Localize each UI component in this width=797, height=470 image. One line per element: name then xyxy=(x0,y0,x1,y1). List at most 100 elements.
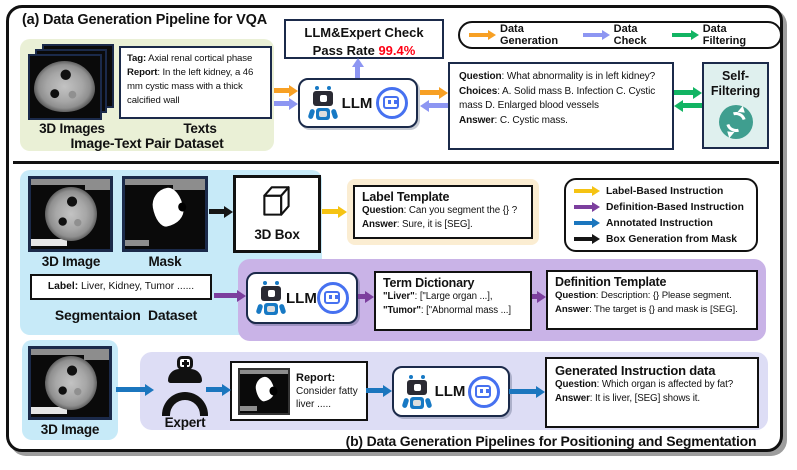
arrow-llm-to-check xyxy=(351,58,364,78)
legend-label: Box Generation from Mask xyxy=(606,233,738,245)
legend-item-label-based: Label-Based Instruction xyxy=(574,186,748,197)
arrow-dataset-to-llm-check xyxy=(274,97,298,110)
llm-label: LLM xyxy=(434,383,466,400)
cube-icon xyxy=(263,186,290,216)
legend-label: Data Filtering xyxy=(702,23,747,47)
llm-box-b1: LLM xyxy=(246,272,358,324)
label-based-arrow-icon xyxy=(574,186,600,197)
legend-item-annotated: Annotated Instruction xyxy=(574,218,748,229)
label-list-box: Label: Liver, Kidney, Tumor ...... xyxy=(30,274,212,300)
data-filtering-arrow-icon xyxy=(671,30,699,41)
term-value: : ["Abnormal mass ...] xyxy=(420,305,511,317)
robot-icon xyxy=(255,280,287,316)
question-text: : Which organ is affected by fat? xyxy=(596,379,734,390)
term-dictionary-box: Term Dictionary "Liver": ["Large organ .… xyxy=(374,271,532,331)
definition-template-box: Definition Template Question: Descriptio… xyxy=(546,270,758,330)
legend-label: Label-Based Instruction xyxy=(606,185,724,197)
vqa-sample-box: Question: What abnormality is in left ki… xyxy=(448,62,674,150)
tag-label: Tag: xyxy=(127,53,147,64)
threed-box-label: 3D Box xyxy=(254,227,300,242)
annotated-arrow-icon xyxy=(574,218,600,229)
caption-seg-mask: Mask xyxy=(148,254,182,269)
threed-box: 3D Box xyxy=(233,175,321,253)
legend-item-box-generation: Box Generation from Mask xyxy=(574,234,748,245)
expert-doctor-icon xyxy=(162,356,208,416)
question-text: : What abnormality is in left kidney? xyxy=(501,71,656,82)
self-filter-line2: Filtering xyxy=(710,84,761,98)
pass-rate-value: 99.4% xyxy=(378,42,416,58)
bottom-3d-image xyxy=(28,346,112,420)
panel-b-title: (b) Data Generation Pipelines for Positi… xyxy=(345,433,757,449)
legend-pipeline-a: Data Generation Data Check Data Filterin… xyxy=(458,21,782,49)
label-template-box: Label Template Question: Can you segment… xyxy=(353,185,533,239)
legend-label: Data Generation xyxy=(500,23,559,47)
report-text-block: Report: Consider fatty liver ..... xyxy=(296,371,360,411)
seg-3d-image xyxy=(28,176,113,252)
llm-label: LLM xyxy=(341,94,373,112)
box-generation-arrow-icon xyxy=(574,234,600,245)
report-box: Report: Consider fatty liver ..... xyxy=(230,361,368,421)
arrow-filter-to-qa xyxy=(674,99,702,112)
question-text: : Can you segment the {} ? xyxy=(403,205,518,216)
data-check-arrow-icon xyxy=(582,30,610,41)
arrow-image-to-expert xyxy=(116,383,154,396)
legend-label: Definition-Based Instruction xyxy=(606,201,744,213)
report-mask-image xyxy=(238,367,290,415)
answer-label: Answer xyxy=(459,114,495,126)
answer-text: : It is liver, [SEG] shows it. xyxy=(589,393,701,405)
sync-refresh-icon xyxy=(718,105,753,139)
panel-a-title: (a) Data Generation Pipeline for VQA xyxy=(22,12,267,28)
answer-text: : The target is {} and mask is [SEG]. xyxy=(589,303,738,315)
legend-item-data-generation: Data Generation xyxy=(469,23,583,47)
report-label: Report xyxy=(127,66,158,78)
question-label: Question xyxy=(362,205,404,216)
caption-image-text-pair-dataset: Image-Text Pair Dataset xyxy=(70,135,224,151)
answer-text: : C. Cystic mass. xyxy=(494,114,568,126)
arrow-report-to-llm xyxy=(366,384,392,397)
term-key: "Tumor" xyxy=(383,305,421,317)
arrow-qa-to-llm-check xyxy=(420,99,448,112)
chat-llm-logo-icon xyxy=(316,282,349,314)
legend-item-data-filtering: Data Filtering xyxy=(671,23,771,47)
definition-template-title: Definition Template xyxy=(555,275,667,289)
caption-bottom-3d-image: 3D Image xyxy=(40,422,100,437)
arrow-expert-to-report xyxy=(206,383,231,396)
chat-llm-logo-icon xyxy=(375,87,408,119)
question-label: Question xyxy=(459,71,502,82)
caption-expert: Expert xyxy=(164,415,206,430)
choices-label: Choices xyxy=(459,85,498,97)
arrow-term-dictionary-to-definition xyxy=(532,290,546,303)
arrow-dataset-to-llm-definition xyxy=(214,289,246,302)
tag-report-text-box: Tag: Axial renal cortical phase Report: … xyxy=(119,46,272,119)
self-filtering-box: Self- Filtering xyxy=(702,62,769,149)
legend-label: Annotated Instruction xyxy=(606,217,713,229)
arrow-qa-to-filter xyxy=(674,86,702,99)
legend-label: Data Check xyxy=(613,23,647,47)
arrow-llm-to-generated xyxy=(509,385,545,398)
chat-llm-logo-icon xyxy=(467,375,500,408)
question-label: Question xyxy=(555,379,597,390)
check-line1: LLM&Expert Check xyxy=(304,25,424,40)
generated-instruction-title: Generated Instruction data xyxy=(555,363,716,378)
report-text: : In the left kidney, a 46 mm cystic mas… xyxy=(127,66,254,106)
term-value: : ["Large organ ...], xyxy=(414,291,493,302)
tag-text: Axial renal cortical phase xyxy=(146,53,253,64)
arrow-llm-to-term-dictionary xyxy=(358,290,374,303)
legend-item-data-check: Data Check xyxy=(582,23,672,47)
caption-seg-3d-image: 3D Image xyxy=(41,254,101,269)
report-text: Consider fatty liver ..... xyxy=(296,386,358,411)
answer-text: : Sure, it is [SEG]. xyxy=(396,219,473,231)
llm-box-a: LLM xyxy=(298,78,418,128)
check-line2: Pass Rate xyxy=(312,42,379,58)
generated-instruction-box: Generated Instruction data Question: Whi… xyxy=(545,357,759,428)
definition-based-arrow-icon xyxy=(574,202,600,213)
data-generation-arrow-icon xyxy=(469,30,496,41)
question-label: Question xyxy=(555,290,596,301)
caption-texts: Texts xyxy=(183,121,217,136)
answer-label: Answer xyxy=(555,303,590,315)
arrow-mask-to-3dbox xyxy=(209,205,233,218)
legend-pipeline-b: Label-Based Instruction Definition-Based… xyxy=(564,178,758,252)
self-filter-line1: Self- xyxy=(721,69,750,83)
caption-3d-images: 3D Images xyxy=(39,121,105,136)
